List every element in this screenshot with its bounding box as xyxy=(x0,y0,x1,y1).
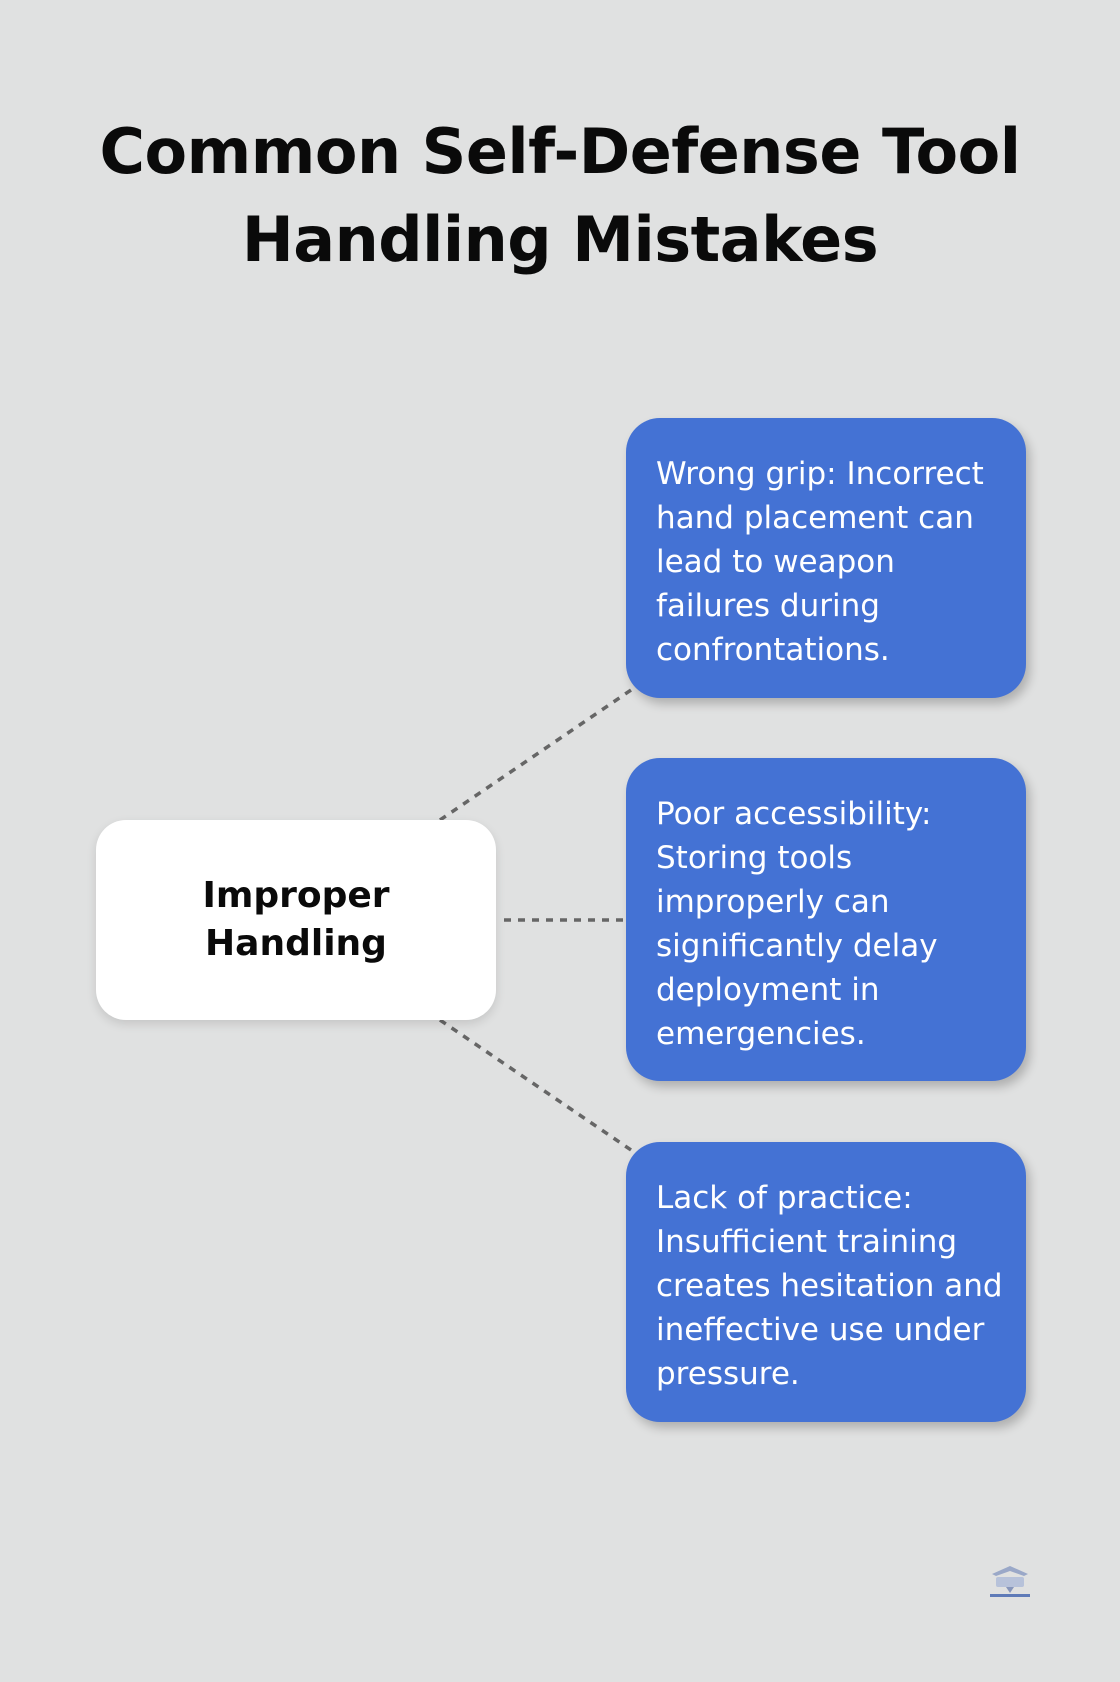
title-line-1: Common Self-Defense Tool xyxy=(99,115,1021,188)
logo-icon xyxy=(990,1566,1030,1597)
card-line: Lack of practice: xyxy=(656,1180,913,1216)
card-line: significantly delay xyxy=(656,928,938,964)
card-line: lead to weapon xyxy=(656,544,895,580)
center-node-line-2: Handling xyxy=(205,923,387,964)
card-line: hand placement can xyxy=(656,500,974,536)
card-line: Wrong grip: Incorrect xyxy=(656,456,984,492)
mistake-card-wrong-grip: Wrong grip: Incorrect hand placement can… xyxy=(626,418,1026,698)
card-line: ineffective use under xyxy=(656,1312,985,1348)
card-line: Insufficient training xyxy=(656,1224,958,1260)
card-line: emergencies. xyxy=(656,1016,866,1052)
connector-bottom xyxy=(439,1018,635,1154)
card-line: creates hesitation and xyxy=(656,1268,1003,1304)
center-node-improper-handling: Improper Handling xyxy=(96,820,496,1020)
card-line: deployment in xyxy=(656,972,880,1008)
card-line: Poor accessibility: xyxy=(656,796,932,832)
card-line: Storing tools xyxy=(656,840,853,876)
mistake-card-lack-of-practice: Lack of practice: Insufficient training … xyxy=(626,1142,1026,1422)
title-line-2: Handling Mistakes xyxy=(241,203,879,276)
mistake-card-poor-accessibility: Poor accessibility: Storing tools improp… xyxy=(626,758,1026,1081)
connector-top xyxy=(439,686,635,822)
page-title: Common Self-Defense Tool Handling Mistak… xyxy=(60,108,1060,284)
card-line: confrontations. xyxy=(656,632,890,668)
card-line: failures during xyxy=(656,588,880,624)
card-line: pressure. xyxy=(656,1356,800,1392)
center-node-line-1: Improper xyxy=(202,875,390,916)
card-line: improperly can xyxy=(656,884,890,920)
